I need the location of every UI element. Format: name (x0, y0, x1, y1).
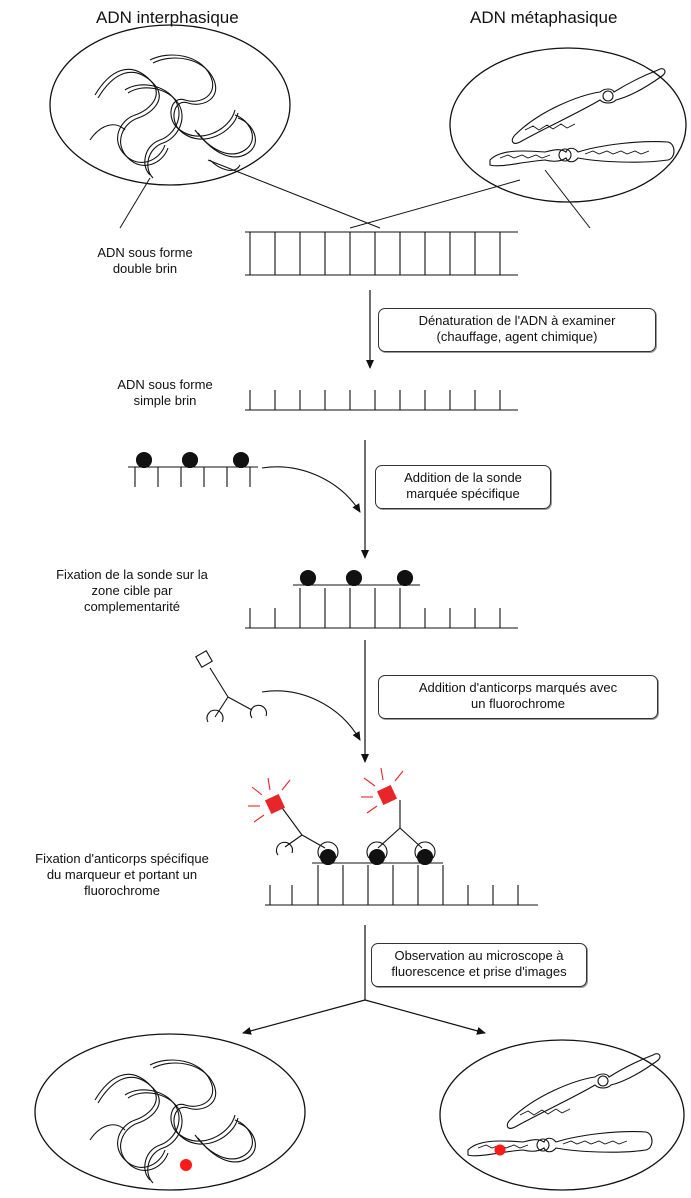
step-antibody-addition-line2: un fluorochrome (471, 696, 565, 711)
label-probe-binding-line1: Fixation de la sonde sur la (56, 567, 208, 582)
step-observation: Observation au microscope à fluorescence… (371, 943, 587, 987)
step-denaturation-line2: (chauffage, agent chimique) (436, 329, 598, 344)
step-observation-line1: Observation au microscope à (394, 948, 564, 963)
step-probe-addition-line1: Addition de la sonde (404, 470, 522, 485)
metaphase-result-chromosomes (467, 1053, 661, 1157)
metaphase-chromosomes (489, 68, 675, 167)
label-antibody-binding-line3: fluorochrome (84, 883, 160, 898)
metaphase-signal (494, 1144, 506, 1156)
curved-arrow-probe (261, 466, 361, 513)
label-antibody-binding-line1: Fixation d'anticorps spécifique (35, 851, 209, 866)
arrow-to-metaphase-result (364, 999, 486, 1035)
title-metaphase: ADN métaphasique (470, 8, 618, 27)
step-probe-addition: Addition de la sonde marquée spécifique (375, 465, 551, 509)
label-probe-binding: Fixation de la sonde sur la zone cible p… (22, 567, 242, 615)
title-interphase: ADN interphasique (96, 8, 239, 27)
label-double-strand-line2: double brin (112, 261, 178, 276)
label-antibody-binding-line2: du marqueur et portant un (46, 867, 198, 882)
label-double-strand-line1: ADN sous forme (97, 245, 193, 260)
interphase-result-nucleus (34, 1033, 306, 1191)
label-probe-binding-line3: complementarité (83, 599, 181, 614)
interphase-chromatin (89, 54, 256, 179)
hybridized-dna (245, 569, 518, 629)
labelled-probe (128, 451, 258, 487)
step-antibody-addition: Addition d'anticorps marqués avec un flu… (378, 675, 658, 719)
connector-lines (119, 159, 591, 229)
label-probe-binding-line2: zone cible par (91, 583, 173, 598)
metaphase-result-cell (439, 1039, 685, 1191)
label-single-strand-line2: simple brin (133, 393, 197, 408)
fluorochrome-markers (248, 767, 404, 823)
step-probe-addition-line2: marquée spécifique (406, 486, 520, 501)
label-single-strand-line1: ADN sous forme (117, 377, 213, 392)
step-denaturation-line1: Dénaturation de l'ADN à examiner (418, 313, 616, 328)
label-antibody-binding: Fixation d'anticorps spécifique du marqu… (4, 851, 240, 899)
metaphase-cell (449, 47, 687, 203)
curved-arrow-antibody (261, 690, 361, 741)
step-observation-line2: fluorescence et prise d'images (391, 964, 567, 979)
step-antibody-addition-line1: Addition d'anticorps marqués avec (418, 680, 618, 695)
label-single-strand: ADN sous forme simple brin (90, 377, 240, 409)
interphase-nucleus (49, 24, 291, 186)
free-antibody (195, 650, 268, 723)
arrow-to-interphase-result (242, 999, 366, 1035)
bound-antibodies (265, 800, 538, 906)
step-denaturation: Dénaturation de l'ADN à examiner (chauff… (378, 308, 656, 352)
double-strand-dna (245, 231, 518, 276)
interphase-signal (180, 1159, 192, 1171)
label-double-strand: ADN sous forme double brin (70, 245, 220, 277)
single-strand-dna (245, 390, 518, 411)
interphase-result-chromatin (89, 1059, 256, 1184)
